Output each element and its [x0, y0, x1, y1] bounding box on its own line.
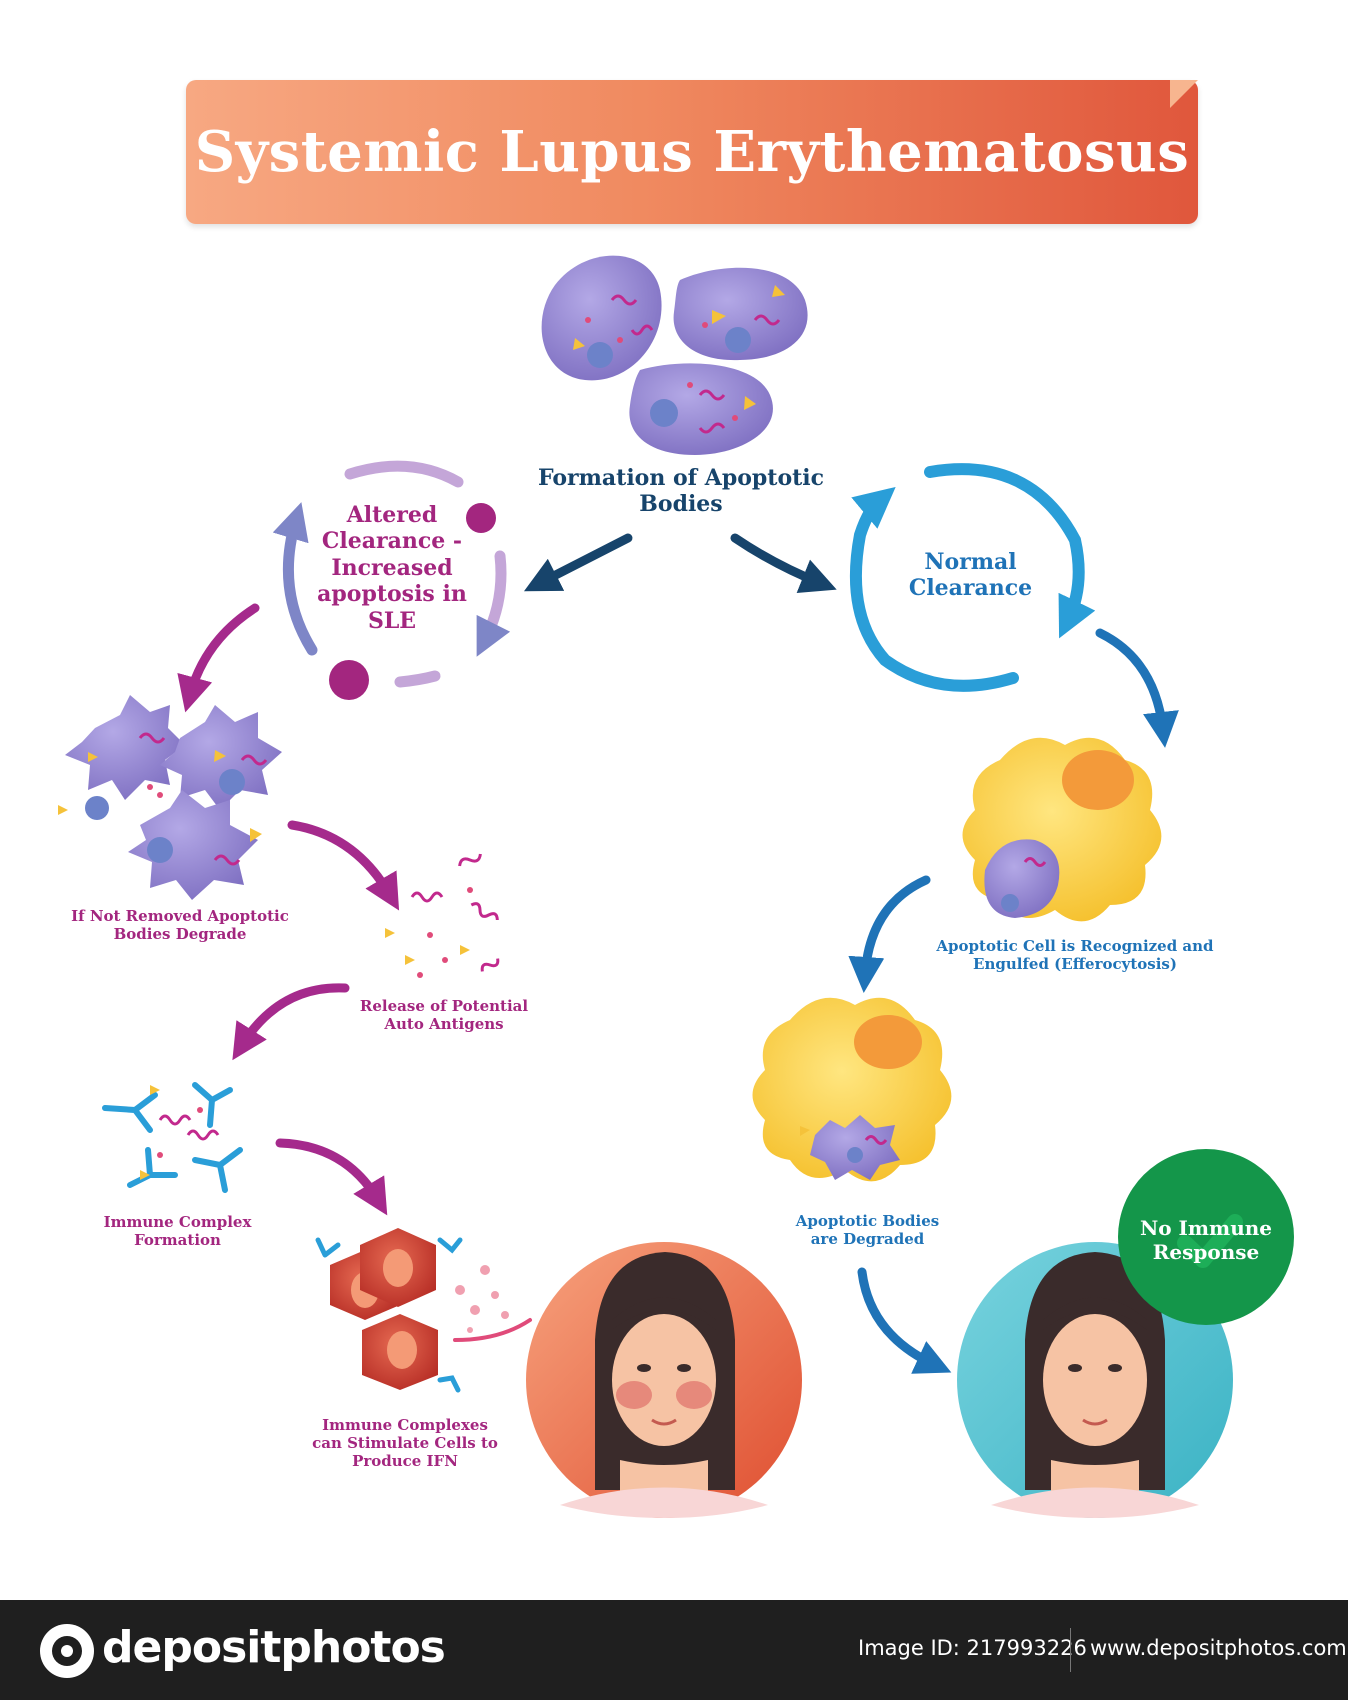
footer-brand: depositphotos [102, 1622, 446, 1673]
apoptotic-cell-icon [160, 705, 282, 810]
arrow-to-normal [730, 533, 837, 594]
arrow-to-release [287, 820, 400, 911]
arrow-to-complex [232, 983, 350, 1061]
altered-cycle [272, 460, 511, 700]
arrow-to-stimulate [275, 1138, 388, 1216]
macrophage-degrading [752, 997, 952, 1182]
page-title: Systemic Lupus Erythematosus [194, 119, 1190, 185]
footer-divider [1070, 1628, 1071, 1672]
apoptotic-cell-icon [65, 695, 185, 820]
label-release: Release of Potential Auto Antigens [359, 997, 529, 1033]
arrow-to-degraded [848, 875, 931, 993]
label-formation: Formation of Apoptotic Bodies [537, 465, 825, 518]
label-no-response: No Immune Response [1139, 1216, 1273, 1264]
footer-image-id: Image ID: 217993226 [858, 1636, 1087, 1660]
title-fold [1170, 80, 1198, 108]
arrow-to-altered [523, 533, 633, 592]
apoptotic-cell-icon [541, 255, 662, 381]
arrow-to-degrade [177, 603, 260, 713]
arrow-to-engulf [1095, 628, 1179, 748]
apoptotic-bodies-top [541, 255, 808, 455]
antibody-icon [315, 1237, 463, 1393]
immune-complex [102, 1082, 243, 1193]
camera-icon [40, 1624, 94, 1678]
no-response-badge [1118, 1149, 1294, 1325]
apoptotic-cell-icon [673, 267, 808, 361]
label-degrade: If Not Removed Apoptotic Bodies Degrade [71, 907, 289, 943]
apoptotic-cell-icon [128, 790, 262, 900]
ifn-cells [315, 1228, 532, 1393]
footer-url: www.depositphotos.com [1090, 1636, 1347, 1660]
macrophage-engulfing [962, 737, 1162, 922]
apoptotic-cell-icon [629, 363, 773, 455]
arrow-to-no-response [857, 1267, 952, 1374]
label-immune-complex: Immune Complex Formation [103, 1213, 252, 1249]
label-engulfed: Apoptotic Cell is Recognized and Engulfe… [936, 937, 1214, 973]
auto-antigens [385, 853, 500, 978]
normal-cycle [849, 463, 1096, 692]
check-icon [1177, 1214, 1243, 1268]
label-stimulate: Immune Complexes can Stimulate Cells to … [312, 1416, 498, 1470]
footer-bar: depositphotos Image ID: 217993226 www.de… [0, 1600, 1348, 1700]
apoptotic-cell-icon [984, 839, 1060, 918]
degrading-cells [58, 695, 282, 900]
face-icon [957, 1242, 1233, 1518]
label-degraded: Apoptotic Bodies are Degraded [795, 1212, 940, 1248]
macrophage-icon [752, 997, 952, 1182]
title-banner: Systemic Lupus Erythematosus [186, 80, 1198, 224]
face-icon [526, 1242, 802, 1518]
label-normal: Normal Clearance [908, 549, 1033, 602]
antibody-icon [102, 1082, 243, 1193]
apoptotic-cell-icon [800, 1115, 900, 1180]
label-altered: Altered Clearance - Increased apoptosis … [317, 502, 467, 634]
